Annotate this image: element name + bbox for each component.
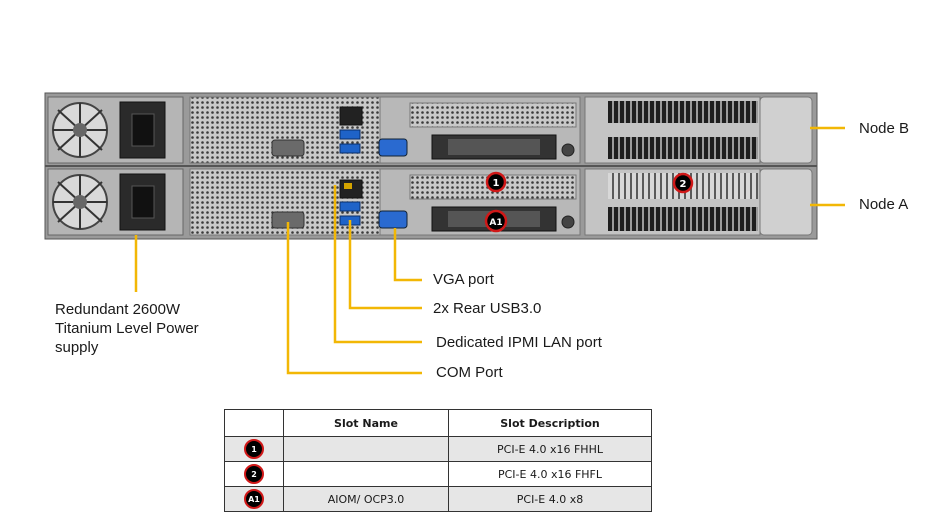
svg-text:2: 2	[680, 179, 687, 190]
slot-badge-a1: A1	[244, 489, 264, 509]
slot-marker-1: 1	[485, 171, 507, 193]
row-badge: A1	[224, 486, 284, 512]
slot-marker-2: 2	[672, 172, 694, 194]
label-usb: 2x Rear USB3.0	[433, 300, 542, 317]
label-power-supply: Redundant 2600W Titanium Level Power sup…	[55, 300, 245, 357]
svg-text:A1: A1	[489, 218, 502, 228]
table-row: A1 AIOM/ OCP3.0 PCI-E 4.0 x8	[224, 486, 652, 512]
label-vga-port: VGA port	[433, 271, 494, 288]
row-badge: 2	[224, 461, 284, 487]
table-header-row: Slot Name Slot Description	[224, 409, 652, 437]
callout-lines	[134, 126, 845, 375]
psu-line-1: Redundant 2600W	[55, 301, 181, 318]
usb-port-node-a	[339, 201, 361, 212]
label-com-port: COM Port	[436, 364, 503, 381]
row-slot-description: PCI-E 4.0 x16 FHFL	[448, 461, 652, 487]
vga-port-node-a	[378, 210, 408, 229]
slot-badge-2: 2	[244, 464, 264, 484]
row-badge: 1	[224, 436, 284, 462]
power-supply-bottom	[47, 168, 184, 236]
label-node-a: Node A	[859, 196, 909, 213]
label-node-b: Node B	[859, 120, 910, 137]
psu-line-2: Titanium Level Power	[55, 320, 199, 337]
row-slot-description: PCI-E 4.0 x8	[448, 486, 652, 512]
row-slot-name: AIOM/ OCP3.0	[283, 486, 449, 512]
com-port-node-b	[271, 139, 305, 157]
psu-line-3: supply	[55, 339, 99, 356]
header-slot-name: Slot Name	[283, 409, 449, 437]
row-slot-description: PCI-E 4.0 x16 FHHL	[448, 436, 652, 462]
header-slot-description: Slot Description	[448, 409, 652, 437]
table-row: 2 PCI-E 4.0 x16 FHFL	[224, 461, 652, 487]
slot-badge-1: 1	[244, 439, 264, 459]
table-row: 1 PCI-E 4.0 x16 FHHL	[224, 436, 652, 462]
header-badge	[224, 409, 284, 437]
slot-table: Slot Name Slot Description 1 PCI-E 4.0 x…	[224, 409, 652, 512]
label-ipmi: Dedicated IPMI LAN port	[436, 334, 602, 351]
slot-marker-a1: A1	[484, 209, 508, 233]
power-supply-top	[47, 96, 184, 164]
ipmi-port-node-b	[339, 106, 363, 126]
usb-port-node-b	[339, 129, 361, 140]
vga-port-node-b	[378, 138, 408, 157]
row-slot-name	[283, 436, 449, 462]
row-slot-name	[283, 461, 449, 487]
svg-text:1: 1	[493, 178, 500, 189]
